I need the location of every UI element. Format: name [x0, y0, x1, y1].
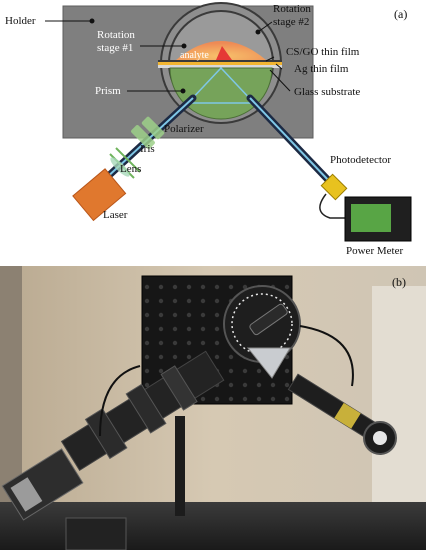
panel-a-tag: (a) — [394, 7, 407, 21]
cs-go-film-label: CS/GO thin film — [286, 46, 360, 58]
polarizer-label: Polarizer — [164, 123, 204, 135]
detector-aperture — [373, 431, 387, 445]
cs-go-thin-film — [158, 60, 282, 62]
laser-label: Laser — [103, 209, 128, 221]
laser-arm — [60, 350, 225, 471]
glass-substrate-label: Glass substrate — [294, 86, 360, 98]
iris-label: Iris — [140, 143, 155, 155]
prism-label: Prism — [95, 85, 121, 97]
glass-substrate — [158, 65, 282, 68]
setup-photo: (b) — [0, 266, 426, 550]
power-meter-screen — [351, 204, 391, 232]
detector-cable — [319, 193, 345, 219]
analyte-peak — [216, 46, 232, 60]
ag-film-label: Ag thin film — [294, 63, 349, 75]
schematic-diagram: Holder Rotation stage #1 Rotation stage … — [5, 2, 412, 257]
mounting-post — [175, 416, 185, 516]
laser — [72, 168, 127, 222]
beam-in-prism — [186, 66, 256, 104]
optical-table — [0, 502, 426, 550]
rotation-stage-1-label-line2: stage #1 — [97, 42, 133, 54]
rotation-stage-1-label-line1: Rotation — [97, 29, 135, 41]
lens — [110, 157, 130, 177]
controller-box — [65, 517, 127, 550]
photodetector — [320, 173, 348, 201]
rotation-stage-2-label-line1: Rotation — [273, 3, 311, 15]
prism-holder — [246, 347, 291, 379]
reflected-beam — [249, 97, 331, 183]
rotation-stage-2-label-line2: stage #2 — [273, 16, 309, 28]
analyte-label: analyte — [180, 50, 209, 61]
power-meter-label: Power Meter — [346, 245, 403, 257]
laser-housing — [1, 448, 84, 521]
rotation-stage-scale — [231, 293, 293, 355]
holder-label: Holder — [5, 15, 36, 27]
polarizer — [131, 116, 165, 149]
cable-right — [299, 325, 354, 387]
photodetector-label: Photodetector — [330, 154, 391, 166]
stage-knob — [249, 303, 288, 336]
lens-label: Lens — [120, 163, 141, 175]
panel-b-tag: (b) — [392, 275, 406, 289]
cable-left — [99, 365, 141, 437]
ag-thin-film — [158, 62, 282, 65]
